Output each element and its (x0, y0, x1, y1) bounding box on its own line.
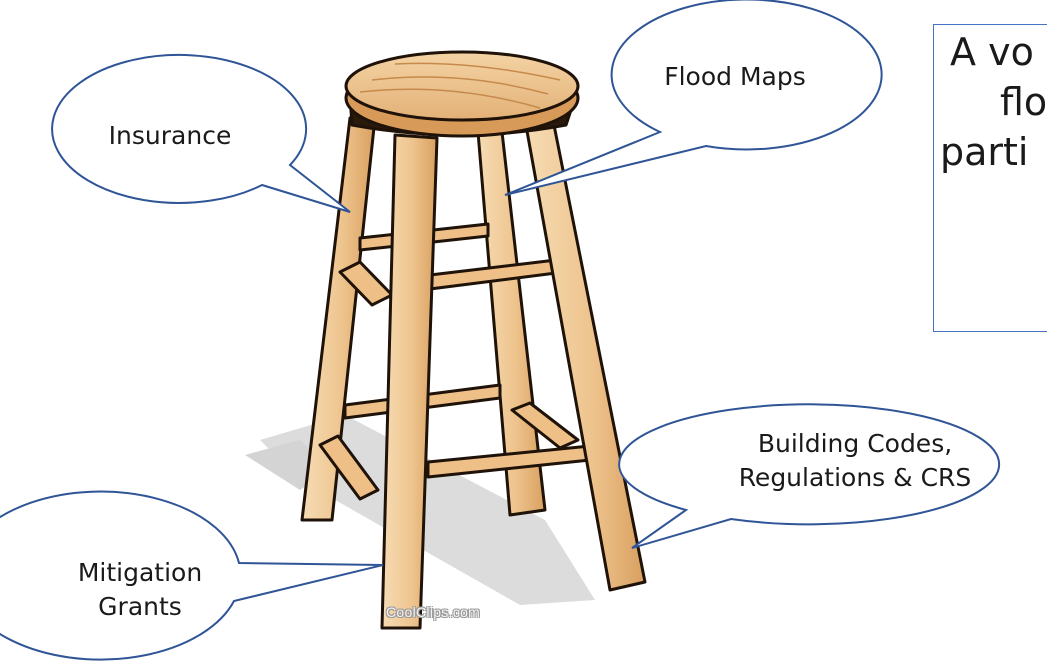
callout-insurance (51, 53, 351, 213)
stool-seat-grain (359, 62, 561, 109)
callout-insurance-label: Insurance (108, 121, 232, 150)
stool-seat (344, 50, 580, 122)
description-text: A vo flo parti (940, 27, 1047, 177)
description-line: A vo (950, 30, 1034, 74)
watermark: CoolClips.com (386, 604, 481, 620)
callout-building-codes-bubble (618, 403, 1001, 549)
stool-rung (318, 434, 380, 501)
bar-stool-illustration (300, 50, 647, 630)
description-line: parti (940, 130, 1029, 174)
callout-insurance-bubble (51, 53, 351, 213)
stool-leg-front-left (380, 133, 439, 630)
callout-mitigation-grants (0, 490, 384, 661)
callout-building-codes-label: Building Codes, Regulations & CRS (738, 429, 972, 492)
callout-building-codes (618, 403, 1001, 549)
callout-flood-maps-label: Flood Maps (664, 62, 806, 91)
stool-rung (510, 401, 580, 450)
callout-flood-maps (504, 0, 883, 196)
callout-mitigation-grants-label: Mitigation Grants (77, 558, 203, 621)
description-line: flo (1000, 80, 1047, 124)
callout-mitigation-grants-bubble (0, 490, 384, 661)
description-text-box: A vo flo parti (933, 24, 1047, 332)
callout-flood-maps-bubble (504, 0, 883, 196)
